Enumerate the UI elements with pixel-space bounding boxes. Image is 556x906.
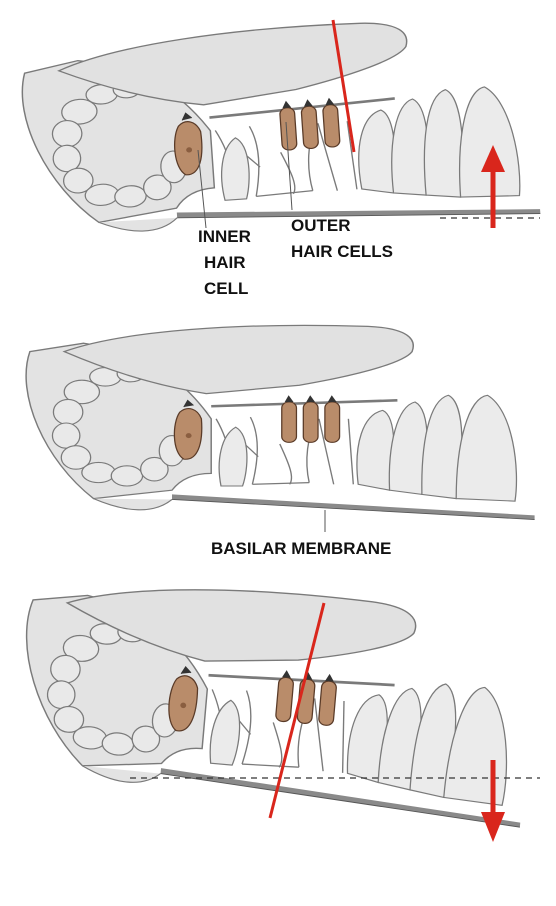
inner-leader-line xyxy=(197,149,207,229)
inner-hair-cell-label-line3: CELL xyxy=(204,279,249,298)
outer-hair-cells-label-line2: HAIR CELLS xyxy=(291,242,393,261)
up-arrow-icon xyxy=(481,145,505,228)
panel-resting xyxy=(24,323,537,532)
cochlea-section-upward xyxy=(17,9,542,251)
basilar-membrane-label: BASILAR MEMBRANE xyxy=(211,539,392,558)
outer-hair-cells-label-line1: OUTER xyxy=(291,216,351,235)
cochlea-section-resting xyxy=(24,323,537,522)
deflection-line xyxy=(331,19,356,153)
panel-downward xyxy=(11,569,540,842)
panel-upward xyxy=(17,9,542,251)
deflection-line-lower xyxy=(268,602,326,819)
outer-leader-line xyxy=(285,121,293,211)
inner-hair-cell-label-line2: HAIR xyxy=(204,253,246,272)
inner-hair-cell-label-line1: INNER xyxy=(198,227,251,246)
down-arrow-icon xyxy=(481,760,505,842)
